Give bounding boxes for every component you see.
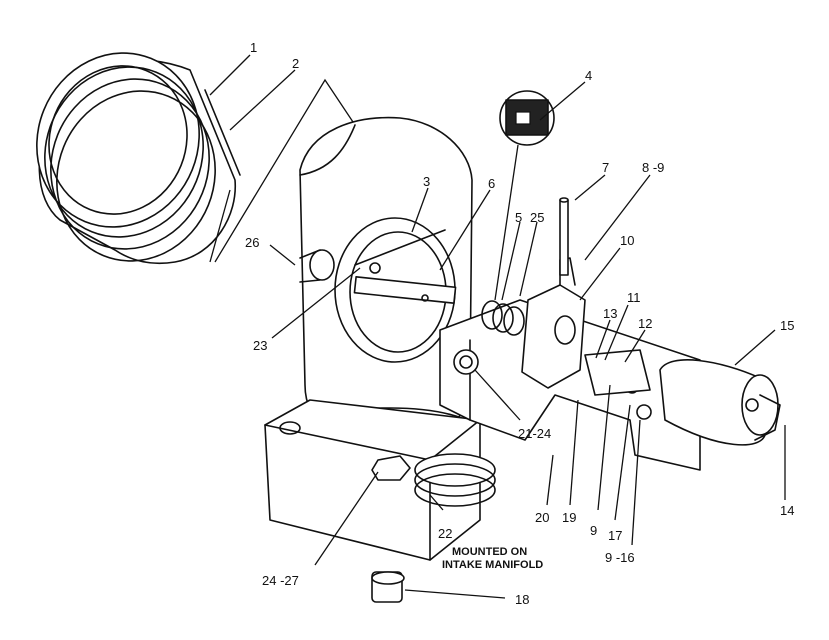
callout-22: 22 bbox=[438, 526, 452, 541]
callout-labels: 1 2 3 6 4 7 8 -9 10 5 25 11 13 12 15 14 … bbox=[245, 40, 794, 607]
callout-5: 5 bbox=[515, 210, 522, 225]
callout-9-16: 9 -16 bbox=[605, 550, 635, 565]
mounting-base bbox=[264, 399, 496, 603]
callout-17: 17 bbox=[608, 528, 622, 543]
callout-8-9: 8 -9 bbox=[642, 160, 664, 175]
sensor-stub bbox=[299, 249, 335, 283]
callout-21-24: 21-24 bbox=[518, 426, 551, 441]
mounting-note-line1: MOUNTED ON bbox=[452, 546, 527, 558]
callout-7: 7 bbox=[602, 160, 609, 175]
throttle-lever bbox=[521, 257, 586, 389]
callout-26: 26 bbox=[245, 235, 259, 250]
callout-20: 20 bbox=[535, 510, 549, 525]
callout-9: 9 bbox=[590, 523, 597, 538]
adjusting-rod bbox=[559, 197, 569, 276]
callout-11: 11 bbox=[627, 290, 641, 305]
actuator-bracket bbox=[439, 299, 701, 471]
callout-1: 1 bbox=[250, 40, 257, 55]
callout-25: 25 bbox=[530, 210, 544, 225]
hose-coupling bbox=[36, 52, 241, 265]
callout-14: 14 bbox=[780, 503, 794, 518]
detail-inset bbox=[494, 90, 555, 301]
callout-10: 10 bbox=[620, 233, 634, 248]
callout-18: 18 bbox=[515, 592, 529, 607]
callout-4: 4 bbox=[585, 68, 592, 83]
callout-12: 12 bbox=[638, 316, 652, 331]
callout-13: 13 bbox=[603, 306, 617, 321]
callout-19: 19 bbox=[562, 510, 576, 525]
lever-spring bbox=[481, 300, 525, 336]
callout-2: 2 bbox=[292, 56, 299, 71]
callout-15: 15 bbox=[780, 318, 794, 333]
mounting-note-line2: INTAKE MANIFOLD bbox=[442, 559, 543, 571]
assembly-bracket-lines bbox=[209, 78, 356, 263]
callout-24-27: 24 -27 bbox=[262, 573, 299, 588]
leader-lines bbox=[209, 54, 786, 599]
callout-6: 6 bbox=[488, 176, 495, 191]
electric-actuator bbox=[636, 359, 781, 446]
callout-3: 3 bbox=[423, 174, 430, 189]
callout-23: 23 bbox=[253, 338, 267, 353]
actuator-spring bbox=[584, 349, 651, 396]
